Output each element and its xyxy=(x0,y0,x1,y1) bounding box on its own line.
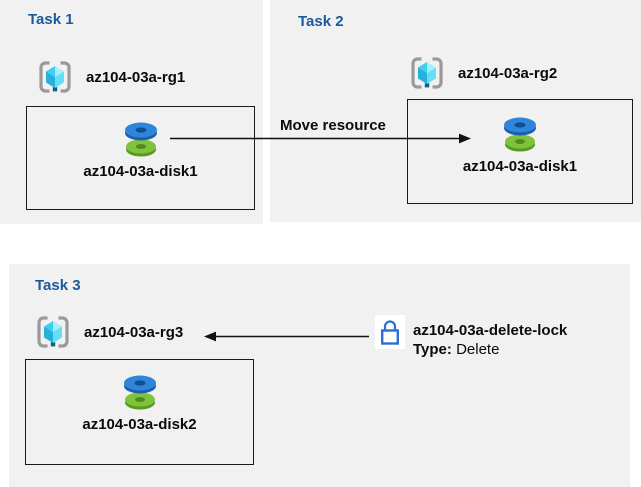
task3-resource-box: az104-03a-disk2 xyxy=(25,359,254,465)
lock-type-value: Delete xyxy=(451,341,500,358)
disk-icon xyxy=(500,115,540,152)
disk-icon xyxy=(121,120,161,157)
task3-resource-name: az104-03a-disk2 xyxy=(82,416,197,433)
task1-title: Task 1 xyxy=(28,11,74,28)
task2-resource-name: az104-03a-disk1 xyxy=(462,158,578,175)
task2-resource-box: az104-03a-disk1 xyxy=(407,99,633,204)
task1-resource-group: az104-03a-rg1 xyxy=(36,59,185,95)
task2-resource-group-name: az104-03a-rg2 xyxy=(458,64,558,82)
disk-icon xyxy=(120,373,160,410)
task1-resource-group-name: az104-03a-rg1 xyxy=(86,68,186,86)
lock-icon xyxy=(375,315,405,349)
lock-type: Type: Delete xyxy=(413,340,567,359)
lock-type-label: Type: xyxy=(413,341,452,358)
task2-title: Task 2 xyxy=(298,13,344,30)
move-resource-label: Move resource xyxy=(280,117,386,134)
task2-resource-group: az104-03a-rg2 xyxy=(408,55,557,91)
task1-resource-box: az104-03a-disk1 xyxy=(26,106,255,210)
task2-panel: Task 2 az104-03a-rg2 xyxy=(270,0,641,222)
task3-resource-group: az104-03a-rg3 xyxy=(34,314,183,350)
delete-lock-annotation: az104-03a-delete-lock Type: Delete xyxy=(375,315,567,359)
resource-group-icon xyxy=(34,314,72,350)
task3-resource-group-name: az104-03a-rg3 xyxy=(84,323,184,341)
task1-resource-name: az104-03a-disk1 xyxy=(83,163,198,180)
task3-panel: Task 3 az104-03a-rg3 xyxy=(9,264,630,487)
lock-name: az104-03a-delete-lock xyxy=(413,322,568,339)
task1-panel: Task 1 az104-03a-rg1 xyxy=(0,0,263,224)
resource-group-icon xyxy=(36,59,74,95)
task3-title: Task 3 xyxy=(35,277,81,294)
resource-group-icon xyxy=(408,55,446,91)
lock-text: az104-03a-delete-lock Type: Delete xyxy=(413,321,567,359)
